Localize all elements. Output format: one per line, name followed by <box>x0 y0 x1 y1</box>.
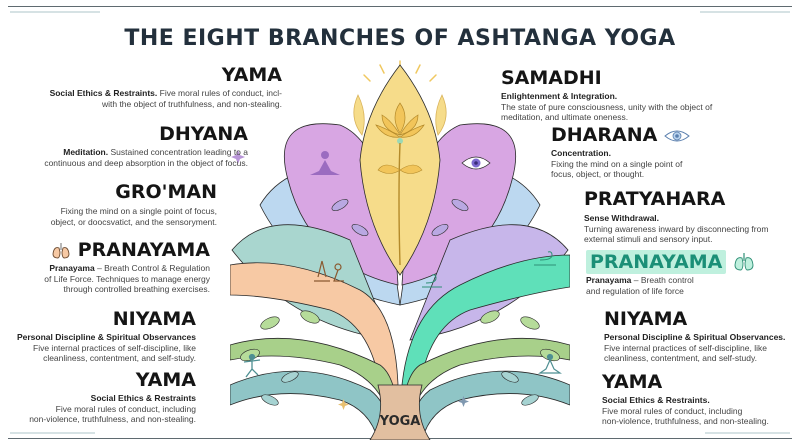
branch-subtitle: Social Ethics & Restraints. <box>49 88 158 98</box>
branch-pranayama-left: PRANAYAMA Pranayama – Breath Control & R… <box>0 241 210 295</box>
branch-subtitle: Social Ethics & Restraints. <box>602 395 710 405</box>
branch-subtitle: Personal Discipline & Spiritual Observan… <box>604 332 786 342</box>
branch-groman: GRO'MAN Fixing the mind on a single poin… <box>0 183 217 227</box>
branch-name: PRATYAHARA <box>584 188 726 210</box>
branch-description-inline: – Breath Control & Regulation <box>97 263 210 273</box>
branch-description-2: cleanliness, contentment, and self-study… <box>604 353 757 364</box>
trunk-label: YOGA <box>379 414 421 429</box>
breath-wind-icon <box>422 251 556 288</box>
branch-description: Turning awareness inward by disconnectin… <box>584 223 769 234</box>
branch-name: NIYAMA <box>112 308 196 330</box>
branch-dharana: DHARANA Concentration. Fixing the mind o… <box>551 126 791 180</box>
branch-description: Fixing the mind on a single point of <box>551 158 683 169</box>
sparkle-icon <box>338 399 349 410</box>
branch-subtitle: Concentration. <box>551 148 611 158</box>
yama-left-branch <box>230 370 391 440</box>
branch-description-2: object, or doocsvatict, and the sensorym… <box>50 216 217 227</box>
yoga-pose-icon <box>314 260 344 282</box>
branch-description: Five internal practices of self-discipli… <box>33 342 196 353</box>
branch-description-2: through controlled breathing exercises. <box>63 284 210 295</box>
lungs-icon <box>52 242 70 258</box>
branch-description: The state of pure consciousness, unity w… <box>501 101 713 112</box>
frame-bottom-left-accent <box>10 432 95 434</box>
frame-top-right-accent <box>700 11 790 13</box>
branch-name: DHYANA <box>159 123 248 145</box>
yama-right-branch <box>409 370 570 440</box>
seated-meditator-icon <box>538 353 562 374</box>
branch-name: YAMA <box>135 369 196 391</box>
lotus-icon <box>375 102 425 138</box>
branch-description-inline: Five moral rules of conduct, incl- <box>159 88 282 98</box>
branch-subtitle: Pranayama <box>586 275 632 285</box>
branch-description: and regulation of life force <box>586 285 684 296</box>
branch-subtitle: Personal Discipline & Spiritual Observan… <box>16 332 196 342</box>
branch-description-2: meditation, and ultimate oneness. <box>501 112 629 123</box>
branch-subtitle: Meditation. <box>63 147 109 157</box>
page-title: THE EIGHT BRANCHES OF ASHTANGA YOGA <box>124 26 676 51</box>
meditation-figure-icon <box>310 151 340 175</box>
dancing-figure-icon <box>243 353 261 378</box>
branch-description: Five internal practices of self-discipli… <box>604 342 767 353</box>
frame-bottom-right-accent <box>705 432 790 434</box>
branch-description-2: non-violence, truthfulness, and non-stea… <box>29 414 196 425</box>
tree-trunk <box>369 384 431 440</box>
branch-niyama-right: NIYAMA Personal Discipline & Spiritual O… <box>604 310 799 364</box>
branch-description: Fixing the mind on a single point of foc… <box>60 206 217 216</box>
branch-description: continuous and deep absorption in the ob… <box>44 157 248 168</box>
branch-pratyahara: PRATYAHARA Sense Withdrawal. Turning awa… <box>584 190 794 245</box>
branch-yama-left-bottom: YAMA Social Ethics & Restraints Five mor… <box>0 371 196 425</box>
branch-pranayama-right: PRANAYAMA Pranayama – Breath control and… <box>586 249 796 296</box>
branch-name-highlighted: PRANAYAMA <box>586 249 727 274</box>
frame-top-border <box>8 6 792 7</box>
branch-description-2: focus, object, or thought. <box>551 169 645 180</box>
branch-description-inline: – Breath control <box>633 275 694 285</box>
branch-yama-left-top: YAMA Social Ethics & Restraints. Five mo… <box>0 66 282 109</box>
branch-name: DHARANA <box>551 124 658 146</box>
sparkle-icon <box>458 396 469 407</box>
branch-description: Five moral rules of conduct, including <box>602 405 743 416</box>
branch-description-2: external stimuli and sensory input. <box>584 234 713 245</box>
branch-subtitle: Pranayama <box>49 263 95 273</box>
branch-description: of Life Force. Techniques to manage ener… <box>44 273 210 284</box>
branch-dhyana: DHYANA Meditation. Sustained concentrati… <box>0 125 248 168</box>
branch-samadhi: SAMADHI Enlightenment & Integration. The… <box>501 69 791 123</box>
branch-niyama-left: NIYAMA Personal Discipline & Spiritual O… <box>0 310 196 364</box>
branch-description: with the object of truthfulness, and non… <box>101 98 282 109</box>
branch-name: YAMA <box>221 64 282 86</box>
branch-subtitle: Social Ethics & Restraints <box>90 393 196 403</box>
branch-name: YAMA <box>602 371 663 393</box>
branch-description-inline: Sustained concentration leading to a <box>110 147 248 157</box>
lungs-icon <box>734 253 754 271</box>
eye-icon <box>664 130 690 141</box>
branch-subtitle: Enlightenment & Integration. <box>501 91 618 101</box>
branch-name: NIYAMA <box>604 308 688 330</box>
branch-yama-right: YAMA Social Ethics & Restraints. Five mo… <box>602 373 797 427</box>
frame-top-left-accent <box>10 11 100 13</box>
branch-subtitle: Sense Withdrawal. <box>584 213 660 223</box>
branch-name: PRANAYAMA <box>77 239 210 261</box>
branch-description: Five moral rules of conduct, including <box>55 403 196 414</box>
branch-name: GRO'MAN <box>115 181 217 203</box>
branch-description-2: cleanliness, contentment, and self-study… <box>43 353 196 364</box>
eye-icon <box>461 156 491 170</box>
branch-description-2: non-violence, truthfulness, and non-stea… <box>602 416 769 427</box>
branch-name: SAMADHI <box>501 67 602 89</box>
yoga-tree-illustration <box>230 60 570 440</box>
